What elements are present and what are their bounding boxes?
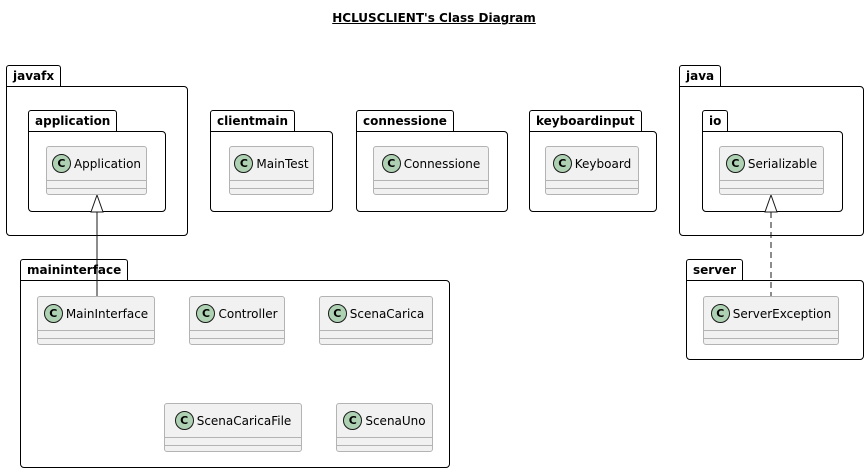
class-icon: C [327, 304, 347, 323]
package-clientmain-label: clientmain [210, 110, 296, 132]
class-icon: C [725, 154, 745, 173]
class-name: ScenaUno [365, 413, 426, 428]
class-icon: C [43, 304, 63, 323]
class-name: MainTest [256, 156, 309, 171]
package-io-label: io [702, 110, 729, 132]
class-name: MainInterface [65, 306, 149, 321]
package-keyboardinput-label: keyboardinput [529, 110, 642, 132]
package-keyboardinput: keyboardinput [529, 110, 657, 212]
class-name: Keyboard [574, 156, 632, 171]
package-clientmain-body [210, 131, 333, 212]
package-keyboardinput-body [529, 131, 657, 212]
package-server-body [686, 280, 864, 360]
package-javafx: javafx [6, 65, 188, 236]
class-name: ScenaCarica [349, 306, 425, 321]
inheritance-maininterface-application [90, 193, 104, 296]
package-java-label: java [679, 65, 722, 87]
package-connessione: connessione [356, 110, 508, 212]
package-application-label: application [28, 110, 118, 132]
package-connessione-body [356, 131, 508, 212]
package-connessione-label: connessione [356, 110, 454, 132]
package-javafx-label: javafx [6, 65, 62, 87]
realization-serverexception-serializable [764, 193, 778, 296]
class-name: Application [73, 156, 142, 171]
class-name: Serializable [747, 156, 818, 171]
class-name: ServerException [732, 306, 832, 321]
class-name: Connessione [403, 156, 481, 171]
class-name: Controller [218, 306, 278, 321]
class-icon: C [552, 154, 572, 173]
package-java: java [679, 65, 864, 236]
class-name: ScenaCaricaFile [196, 413, 292, 428]
class-icon: C [196, 304, 216, 323]
class-icon: C [174, 411, 194, 430]
class-icon: C [381, 154, 401, 173]
class-icon: C [234, 154, 254, 173]
package-server-label: server [686, 259, 744, 281]
package-clientmain: clientmain [210, 110, 333, 212]
package-maininterface-label: maininterface [20, 259, 129, 281]
class-icon: C [51, 154, 71, 173]
class-icon: C [343, 411, 363, 430]
package-server: server [686, 259, 864, 360]
diagram-title: HCLUSCLIENT's Class Diagram [332, 11, 536, 25]
class-icon: C [710, 304, 730, 323]
